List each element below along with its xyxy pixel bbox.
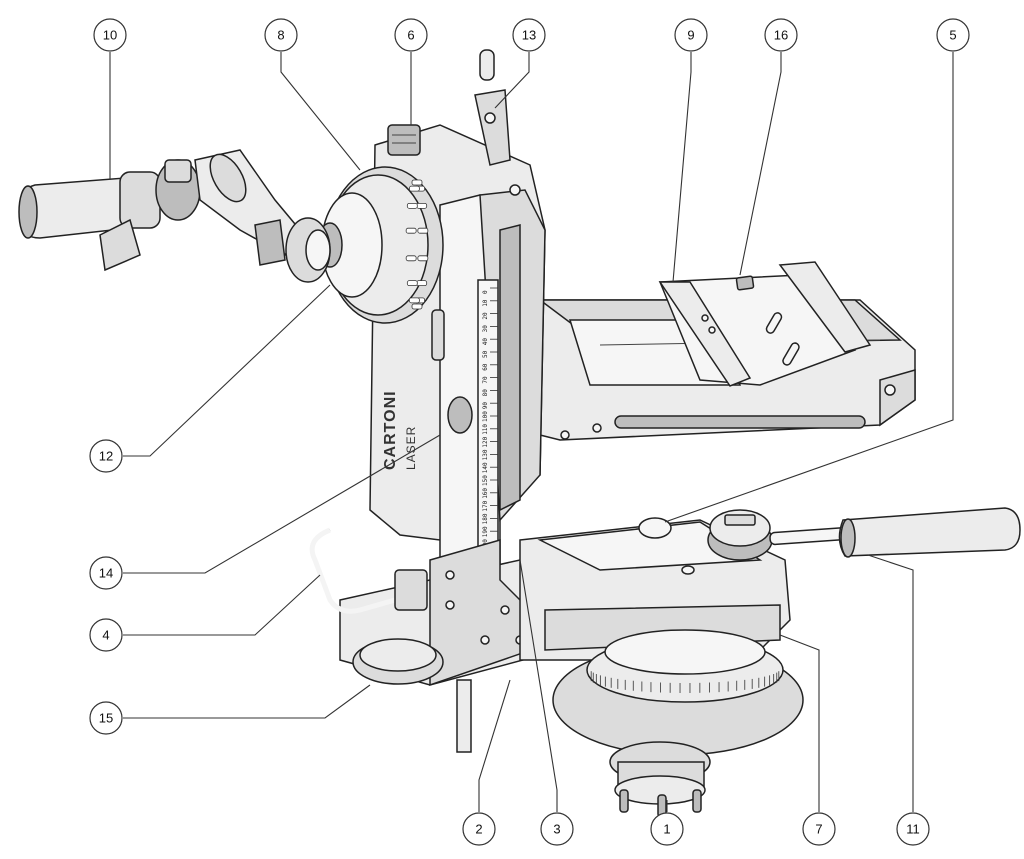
scale-label: 170 [482,500,489,511]
scale-label: 190 [482,526,489,537]
callout-label: 13 [522,28,536,43]
drum-mark [411,179,423,186]
drum-mark [416,280,428,287]
scale-label: 180 [482,513,489,524]
callout-14: 14 [89,556,123,590]
drum-mark [408,297,420,304]
scale-label: 80 [482,389,489,397]
drum-mark [408,185,420,192]
tilt-lock-lever [431,309,445,361]
callout-label: 11 [906,822,920,837]
callout-label: 9 [687,28,694,43]
callout-label: 7 [815,822,822,837]
drum-mark [406,202,418,209]
model-lettering: LASER [404,426,418,470]
callout-16: 16 [764,18,798,52]
callout-1: 1 [650,812,684,846]
callout-label: 8 [277,28,284,43]
callout-15: 15 [89,701,123,735]
callout-9: 9 [674,18,708,52]
pan-scale-ticks [590,671,780,693]
scale-label: 130 [482,449,489,460]
top-lever-handle [479,49,495,81]
tilt-lock-knob [447,396,473,434]
callout-label: 10 [103,28,117,43]
drum-mark [406,280,418,287]
callout-label: 1 [663,822,670,837]
scale-label: 140 [482,462,489,473]
leader-lines [109,52,954,812]
tilt-drum-assembly [317,166,444,324]
scale-label: 30 [482,325,489,333]
scale-label: 90 [482,402,489,410]
callout-label: 16 [774,28,788,43]
callout-10: 10 [93,18,127,52]
callout-label: 15 [99,711,113,726]
callout-label: 5 [949,28,956,43]
top-lock-knob [387,124,421,156]
callout-3: 3 [540,812,574,846]
callout-label: 6 [407,28,414,43]
drum-mark [417,227,429,234]
drum-index-marks [405,179,429,310]
scale-label: 120 [482,436,489,447]
scale-label: 100 [482,411,489,422]
scale-label: 70 [482,376,489,384]
callout-8: 8 [264,18,298,52]
scale-label: 0 [482,290,489,294]
callout-7: 7 [802,812,836,846]
drum-mark [405,227,417,234]
scale-label: 10 [482,299,489,307]
head-base-assembly [309,507,1021,818]
brand-lettering: CARTONI [382,390,399,470]
scale-label: 110 [482,424,489,435]
drum-mark [416,202,428,209]
callout-label: 12 [99,449,113,464]
callout-6: 6 [394,18,428,52]
drum-mark [411,303,423,310]
callout-5: 5 [936,18,970,52]
callout-label: 2 [475,822,482,837]
callout-4: 4 [89,618,123,652]
callout-label: 3 [553,822,560,837]
callout-13: 13 [512,18,546,52]
scale-label: 40 [482,338,489,346]
drum-mark [417,255,429,262]
callout-12: 12 [89,439,123,473]
callout-11: 11 [896,812,930,846]
scale-label: 160 [482,488,489,499]
pan-bar-clamp-assembly [18,149,331,283]
scale-label: 150 [482,475,489,486]
callout-label: 4 [102,628,109,643]
callout-label: 14 [99,566,113,581]
camera-slide-plate [519,261,916,441]
scale-label: 60 [482,363,489,371]
vertical-tilt-arm: 0102030405060708090100110120130140150160… [369,49,546,601]
scale-label: 50 [482,350,489,358]
scale-label: 20 [482,312,489,320]
drum-mark [405,255,417,262]
callout-2: 2 [462,812,496,846]
